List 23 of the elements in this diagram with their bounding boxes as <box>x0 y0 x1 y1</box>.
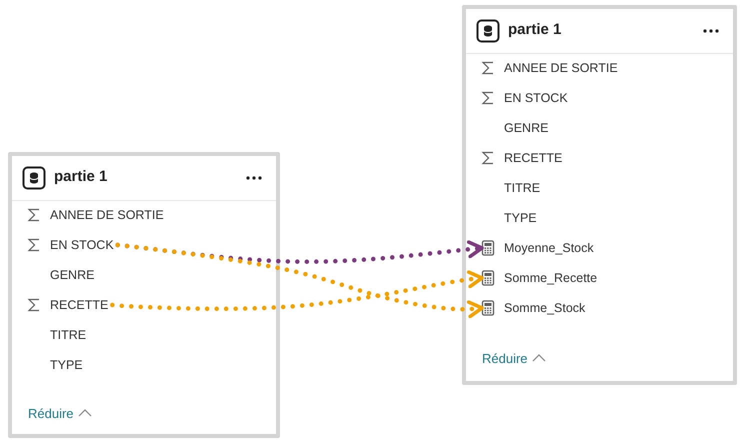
field-name: TITRE <box>50 328 86 342</box>
field-name: Moyenne_Stock <box>504 241 594 255</box>
collapse-link: Réduire <box>482 351 528 366</box>
field-name: TITRE <box>504 181 540 195</box>
field-name: RECETTE <box>50 298 108 312</box>
table-card <box>8 152 280 438</box>
field-name: TYPE <box>504 211 537 225</box>
field-name: GENRE <box>504 121 548 135</box>
dotted-arrow <box>115 242 484 318</box>
field-name: GENRE <box>50 268 94 282</box>
field-name: TYPE <box>50 358 83 372</box>
field-name: EN STOCK <box>50 238 114 252</box>
collapse-link: Réduire <box>28 406 74 421</box>
field-name: Somme_Stock <box>504 301 586 315</box>
table-title: partie 1 <box>54 168 108 185</box>
field-name: ANNEE DE SORTIE <box>504 61 618 75</box>
dotted-arrow <box>110 270 484 312</box>
table-card <box>462 5 737 385</box>
table-title: partie 1 <box>508 21 562 38</box>
field-name: RECETTE <box>504 151 562 165</box>
field-name: ANNEE DE SORTIE <box>50 208 164 222</box>
field-name: EN STOCK <box>504 91 568 105</box>
field-name: Somme_Recette <box>504 271 598 285</box>
